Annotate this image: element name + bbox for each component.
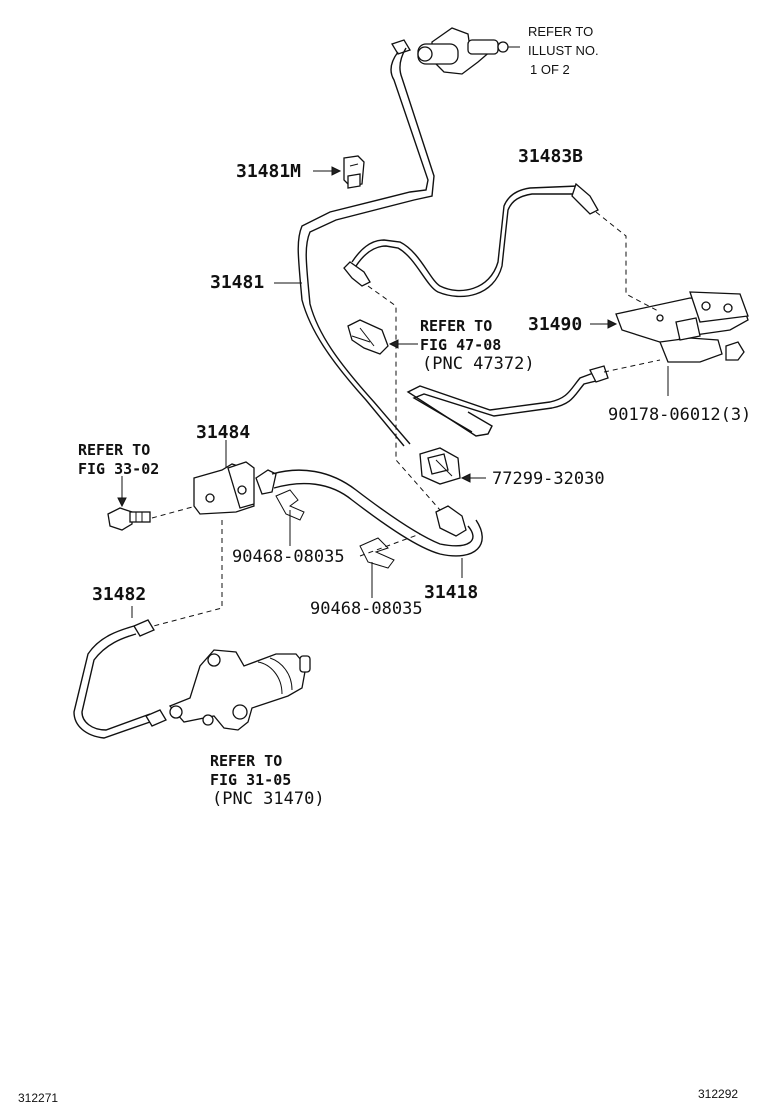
clip-90468-b	[359, 537, 395, 569]
clip-31481M	[343, 155, 365, 189]
ref-fig3302-line1: REFER TO	[78, 441, 150, 459]
bolt-33-02	[107, 507, 151, 531]
label-90468-a: 90468-08035	[232, 547, 345, 567]
release-cylinder	[168, 649, 311, 731]
ref-illust-line2: ILLUST NO.	[528, 43, 599, 58]
pipe-31481	[297, 39, 435, 447]
label-90468-b: 90468-08035	[310, 599, 423, 619]
label-31483B: 31483B	[518, 146, 583, 167]
label-31418: 31418	[424, 582, 478, 603]
clip-47372	[347, 319, 389, 355]
ref-fig4708-line1: REFER TO	[420, 317, 492, 335]
ref-fig3302-line2: FIG 33-02	[78, 460, 159, 478]
ref-fig4708-line3: (PNC 47372)	[422, 354, 535, 374]
label-90178: 90178-06012(3)	[608, 405, 751, 425]
label-31481M: 31481M	[236, 161, 301, 182]
label-31490: 31490	[528, 314, 582, 335]
pipe-connecting	[406, 365, 609, 437]
label-77299: 77299-32030	[492, 469, 605, 489]
bracket-31490	[615, 291, 749, 363]
clip-90468-a	[275, 489, 305, 521]
label-31481: 31481	[210, 272, 264, 293]
ref-fig3105-line1: REFER TO	[210, 752, 282, 770]
pipe-31483B	[343, 182, 599, 298]
footer-left-code: 312271	[18, 1091, 58, 1105]
ref-illust-line3: 1 OF 2	[530, 62, 570, 77]
ref-fig3105-line3: (PNC 31470)	[212, 789, 325, 809]
ref-illust-line1: REFER TO	[528, 24, 593, 39]
footer-right-code: 312292	[698, 1087, 738, 1101]
label-31484: 31484	[196, 422, 250, 443]
master-cylinder-part	[417, 27, 520, 75]
ref-fig3105-line2: FIG 31-05	[210, 771, 291, 789]
bracket-31484	[193, 461, 255, 515]
ref-fig4708-line2: FIG 47-08	[420, 336, 501, 354]
pipe-31482	[73, 619, 167, 739]
clamp-77299	[419, 447, 461, 485]
hose-31418	[255, 469, 483, 557]
label-31482: 31482	[92, 584, 146, 605]
